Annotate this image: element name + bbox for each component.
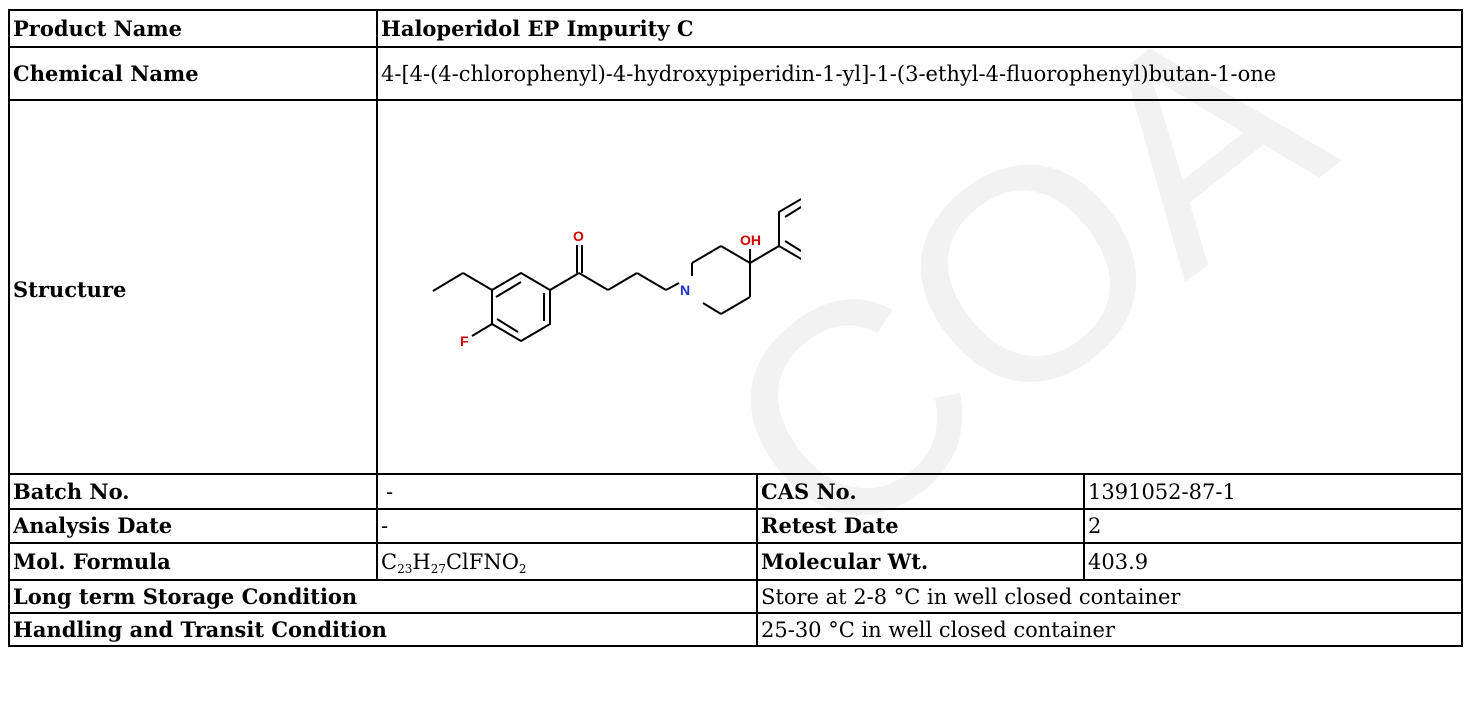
row-structure: Structure [8, 99, 1463, 475]
formula-subscript: 2 [518, 561, 527, 576]
retest-date-value: 2 [1083, 508, 1463, 544]
atom-nitrogen: N [680, 282, 690, 298]
product-name-label: Product Name [8, 9, 378, 48]
batch-no-value: - [376, 473, 758, 510]
mol-formula-label: Mol. Formula [8, 542, 378, 581]
formula-subscript: 23 [397, 561, 413, 576]
chemical-name-value: 4-[4-(4-chlorophenyl)-4-hydroxypiperidin… [376, 46, 1463, 101]
row-handling: Handling and Transit Condition 25-30 °C … [8, 612, 1463, 647]
handling-condition-label: Handling and Transit Condition [8, 612, 758, 647]
formula-part: ClFNO [445, 549, 519, 574]
structure-cell: O OH Cl N F [376, 99, 1463, 475]
storage-condition-label: Long term Storage Condition [8, 579, 758, 614]
row-batch-cas: Batch No. - CAS No. 1391052-87-1 [8, 473, 1463, 510]
handling-condition-value: 25-30 °C in well closed container [756, 612, 1463, 647]
molecular-wt-value: 403.9 [1083, 542, 1463, 581]
atom-hydroxyl: OH [740, 232, 761, 248]
analysis-date-label: Analysis Date [8, 508, 378, 544]
formula-subscript: 27 [430, 561, 446, 576]
retest-date-label: Retest Date [756, 508, 1085, 544]
row-product-name: Product Name Haloperidol EP Impurity C [8, 9, 1463, 48]
storage-condition-value: Store at 2-8 °C in well closed container [756, 579, 1463, 614]
batch-no-label: Batch No. [8, 473, 378, 510]
formula-part: H [412, 549, 431, 574]
structure-label: Structure [8, 99, 378, 475]
product-name-value: Haloperidol EP Impurity C [376, 9, 1463, 48]
molecular-wt-label: Molecular Wt. [756, 542, 1085, 581]
atom-oxygen: O [573, 228, 584, 244]
row-chemical-name: Chemical Name 4-[4-(4-chlorophenyl)-4-hy… [8, 46, 1463, 101]
atom-fluorine: F [460, 333, 469, 349]
cas-no-label: CAS No. [756, 473, 1085, 510]
row-storage: Long term Storage Condition Store at 2-8… [8, 579, 1463, 614]
cas-no-value: 1391052-87-1 [1083, 473, 1463, 510]
mol-formula-value: C23H27ClFNO2 [376, 542, 758, 581]
row-dates: Analysis Date - Retest Date 2 [8, 508, 1463, 544]
formula-part: C [381, 549, 398, 574]
coa-table: Product Name Haloperidol EP Impurity C C… [8, 9, 1463, 647]
molecule-structure: O OH Cl N F [432, 197, 801, 349]
chemical-name-label: Chemical Name [8, 46, 378, 101]
row-formula-weight: Mol. Formula C23H27ClFNO2 Molecular Wt. … [8, 542, 1463, 581]
analysis-date-value: - [376, 508, 758, 544]
